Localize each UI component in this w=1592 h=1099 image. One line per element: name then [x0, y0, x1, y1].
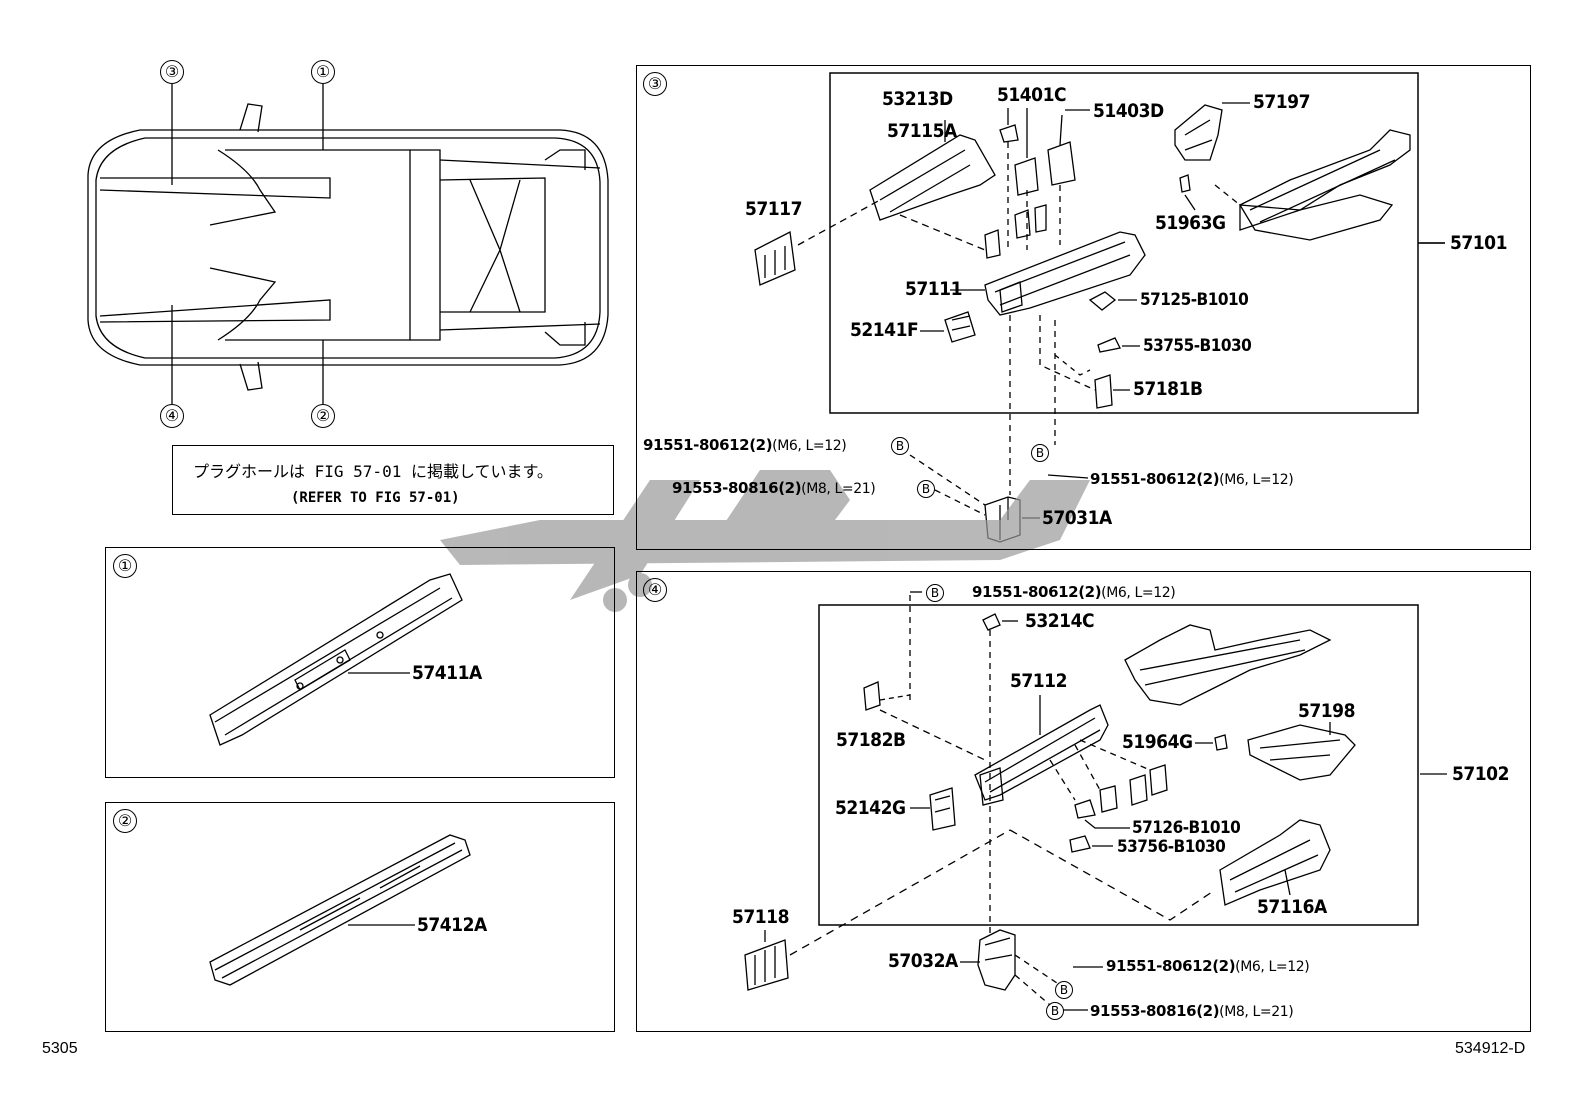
overview-marker-2: ② [311, 404, 335, 428]
part-label-51964G[interactable]: 51964G [1122, 731, 1193, 753]
bolt-number: 91551-80612(2) [1090, 470, 1220, 488]
part-label-51963G[interactable]: 51963G [1155, 212, 1226, 234]
note-english-text: (REFER TO FIG 57-01) [291, 490, 460, 506]
panel4-drawing [744, 591, 1447, 1011]
overview-marker-1: ① [311, 60, 335, 84]
footer-page-code: 5305 [42, 1040, 78, 1057]
part-label-53755-B1030[interactable]: 53755-B1030 [1143, 336, 1252, 356]
part-label-57126-B1010[interactable]: 57126-B1010 [1132, 818, 1241, 838]
part-label-57182B[interactable]: 57182B [836, 729, 906, 751]
part-label-57117[interactable]: 57117 [745, 198, 802, 220]
panel3-marker: ③ [643, 72, 667, 96]
overview-marker-4: ④ [160, 404, 184, 428]
overview-marker-3: ③ [160, 60, 184, 84]
bolt-number: 91551-80612(2) [643, 436, 773, 454]
bolt-number: 91553-80816(2) [1090, 1002, 1220, 1020]
bolt-spec: (M8, L=21) [1219, 1004, 1294, 1020]
panel1-marker: ① [113, 554, 137, 578]
part-57412A-drawing [209, 834, 471, 986]
part-label-51403D[interactable]: 51403D [1093, 100, 1164, 122]
part-label-57411A[interactable]: 57411A [412, 662, 482, 684]
bolt-marker-b: B [917, 480, 935, 498]
part-label-57102[interactable]: 57102 [1452, 763, 1509, 785]
bolt-marker-b: B [926, 584, 944, 602]
part-label-53213D[interactable]: 53213D [882, 88, 953, 110]
bolt-number: 91551-80612(2) [972, 583, 1102, 601]
part-label-57032A[interactable]: 57032A [888, 950, 958, 972]
part-label-57118[interactable]: 57118 [732, 906, 789, 928]
footer-figure-code: 534912-D [1455, 1040, 1526, 1057]
bolt-spec: (M6, L=12) [1219, 472, 1294, 488]
part-label-57111[interactable]: 57111 [905, 278, 962, 300]
bolt-label-p3-3[interactable]: 91553-80816(2)(M8, L=21) [672, 479, 876, 497]
watermark-logo [440, 470, 1090, 612]
panel4-marker: ④ [643, 578, 667, 602]
panel-1 [105, 547, 615, 778]
bolt-number: 91553-80816(2) [672, 479, 802, 497]
panel-4 [636, 571, 1531, 1032]
bolt-label-p4-1[interactable]: 91551-80612(2)(M6, L=12) [972, 583, 1176, 601]
part-label-57197[interactable]: 57197 [1253, 91, 1310, 113]
car-overview [87, 84, 609, 404]
bolt-marker-b: B [1055, 981, 1073, 999]
panel-2 [105, 802, 615, 1032]
part-label-53214C[interactable]: 53214C [1025, 610, 1095, 632]
part-label-57101[interactable]: 57101 [1450, 232, 1507, 254]
panel4-inner-frame [818, 604, 1419, 926]
part-57411A-drawing [209, 573, 463, 746]
bolt-spec: (M8, L=21) [801, 481, 876, 497]
part-label-57198[interactable]: 57198 [1298, 700, 1355, 722]
bolt-spec: (M6, L=12) [772, 438, 847, 454]
bolt-label-p4-2[interactable]: 91551-80612(2)(M6, L=12) [1106, 957, 1310, 975]
part-label-52141F[interactable]: 52141F [850, 319, 919, 341]
bolt-spec: (M6, L=12) [1101, 585, 1176, 601]
part-label-53756-B1030[interactable]: 53756-B1030 [1117, 837, 1226, 857]
part-label-57116A[interactable]: 57116A [1257, 896, 1327, 918]
note-japanese-text: プラグホールは FIG 57-01 に掲載しています。 [193, 462, 553, 481]
bolt-number: 91551-80612(2) [1106, 957, 1236, 975]
bolt-label-p3-2[interactable]: 91551-80612(2)(M6, L=12) [1090, 470, 1294, 488]
bolt-marker-b: B [1031, 444, 1049, 462]
part-label-57115A[interactable]: 57115A [887, 120, 957, 142]
bolt-marker-b: B [891, 437, 909, 455]
part-label-57125-B1010[interactable]: 57125-B1010 [1140, 290, 1249, 310]
part-label-57412A[interactable]: 57412A [417, 914, 487, 936]
bolt-marker-b: B [1046, 1002, 1064, 1020]
part-label-57112[interactable]: 57112 [1010, 670, 1067, 692]
part-label-57031A[interactable]: 57031A [1042, 507, 1112, 529]
part-label-52142G[interactable]: 52142G [835, 797, 906, 819]
part-label-51401C[interactable]: 51401C [997, 84, 1067, 106]
bolt-label-p4-3[interactable]: 91553-80816(2)(M8, L=21) [1090, 1002, 1294, 1020]
panel2-marker: ② [113, 809, 137, 833]
panel-3 [636, 65, 1531, 550]
reference-note: プラグホールは FIG 57-01 に掲載しています。 (REFER TO FI… [172, 445, 614, 515]
part-label-57181B[interactable]: 57181B [1133, 378, 1203, 400]
bolt-label-p3-1[interactable]: 91551-80612(2)(M6, L=12) [643, 436, 847, 454]
bolt-spec: (M6, L=12) [1235, 959, 1310, 975]
